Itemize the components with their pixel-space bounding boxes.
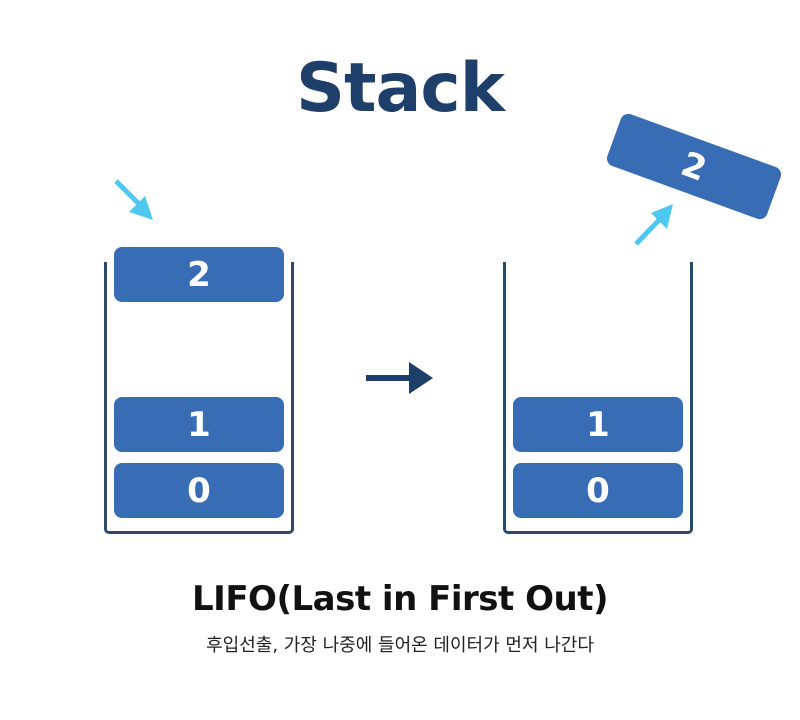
- right-block-middle: 1: [513, 397, 683, 452]
- left-block-middle: 1: [114, 397, 284, 452]
- right-stack-container: [503, 262, 693, 534]
- caption-sub: 후입선출, 가장 나중에 들어온 데이터가 먼저 나간다: [206, 635, 594, 656]
- left-block-bottom: 0: [114, 463, 284, 518]
- left-stack-container: [104, 262, 294, 534]
- right-block-bottom: 0: [513, 463, 683, 518]
- diagram-title: Stack: [296, 49, 505, 128]
- caption-main: LIFO(Last in First Out): [192, 579, 609, 619]
- left-block-top: 2: [114, 247, 284, 302]
